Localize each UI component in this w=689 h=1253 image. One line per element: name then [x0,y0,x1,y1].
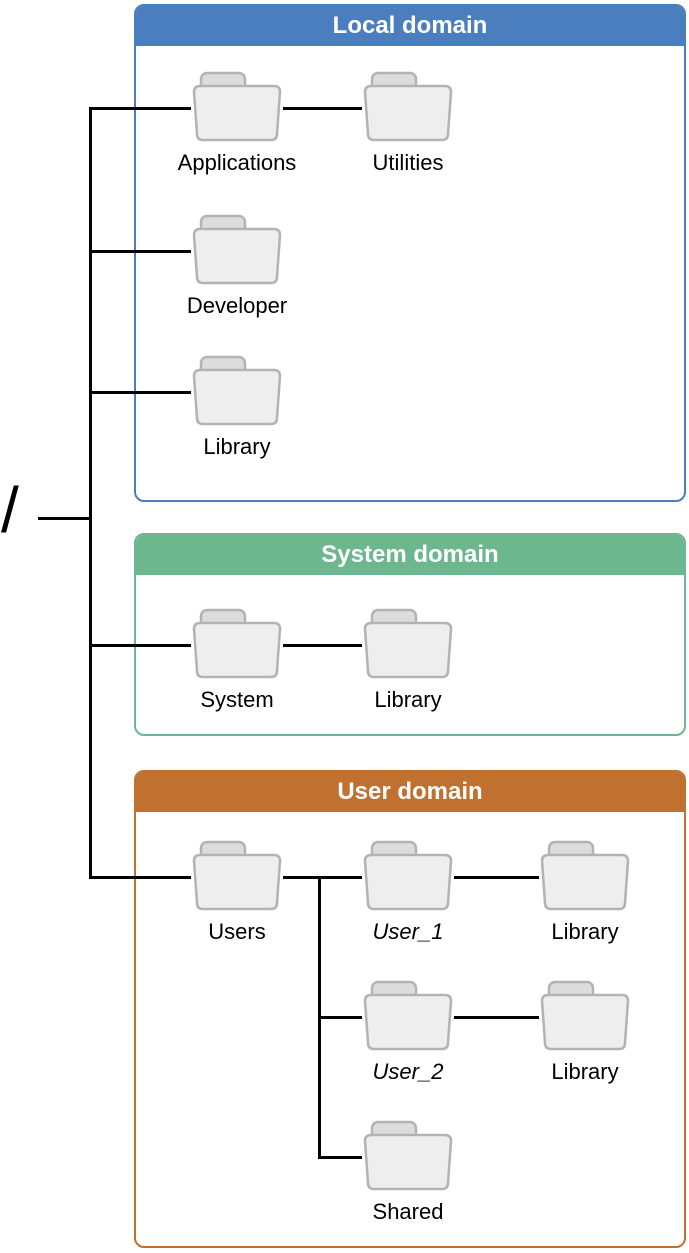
folder-label: Library [203,434,271,459]
folder-label: User_1 [372,919,444,944]
folder-label: Developer [186,293,288,318]
folder-library-user-1: Library [539,839,631,944]
folder-user-2: User_2 [362,979,454,1084]
folder-icon [540,840,630,911]
folder-label: Applications [177,150,297,175]
folder-library-local: Library [191,354,283,459]
folder-library-user-2: Library [539,979,631,1084]
link-user1-library-line [454,876,539,879]
folder-label: Library [374,687,442,712]
folder-label: Shared [372,1199,444,1224]
folder-icon [363,980,453,1051]
folder-label: Users [208,919,266,944]
folder-applications: Applications [178,70,296,175]
folder-icon [363,840,453,911]
branch-developer-line [89,250,191,253]
folder-label: Library [551,919,619,944]
branch-library-local-line [89,391,191,394]
folder-icon [363,71,453,142]
folder-user-1: User_1 [362,839,454,944]
branch-applications-line [89,107,191,110]
folder-icon [192,71,282,142]
root-directory-symbol: / [1,474,19,546]
link-applications-utilities-line [283,107,362,110]
folder-label: Utilities [372,150,444,175]
folder-users: Users [191,839,283,944]
folder-system: System [191,607,283,712]
root-connector-line [38,517,89,520]
folder-icon [192,214,282,285]
folder-icon [363,608,453,679]
user-domain-header: User domain [136,772,684,812]
folder-label: System [200,687,274,712]
folder-icon [192,608,282,679]
link-system-library-line [283,644,362,647]
branch-system-line [89,644,191,647]
folder-icon [363,1120,453,1191]
folder-icon [540,980,630,1051]
local-domain-header: Local domain [136,6,684,46]
folder-label: Library [551,1059,619,1084]
branch-users-line [89,876,191,879]
folder-icon [192,840,282,911]
folder-label: User_2 [372,1059,444,1084]
link-user2-library-line [454,1016,539,1019]
folder-utilities: Utilities [362,70,454,175]
branch-user2-line [318,1016,362,1019]
branch-shared-line [318,1156,362,1159]
system-domain-header: System domain [136,535,684,575]
folder-library-system: Library [362,607,454,712]
folder-icon [192,355,282,426]
trunk-vertical-line [89,107,92,879]
link-users-user1-line [283,876,362,879]
folder-shared: Shared [362,1119,454,1224]
folder-developer: Developer [187,213,287,318]
